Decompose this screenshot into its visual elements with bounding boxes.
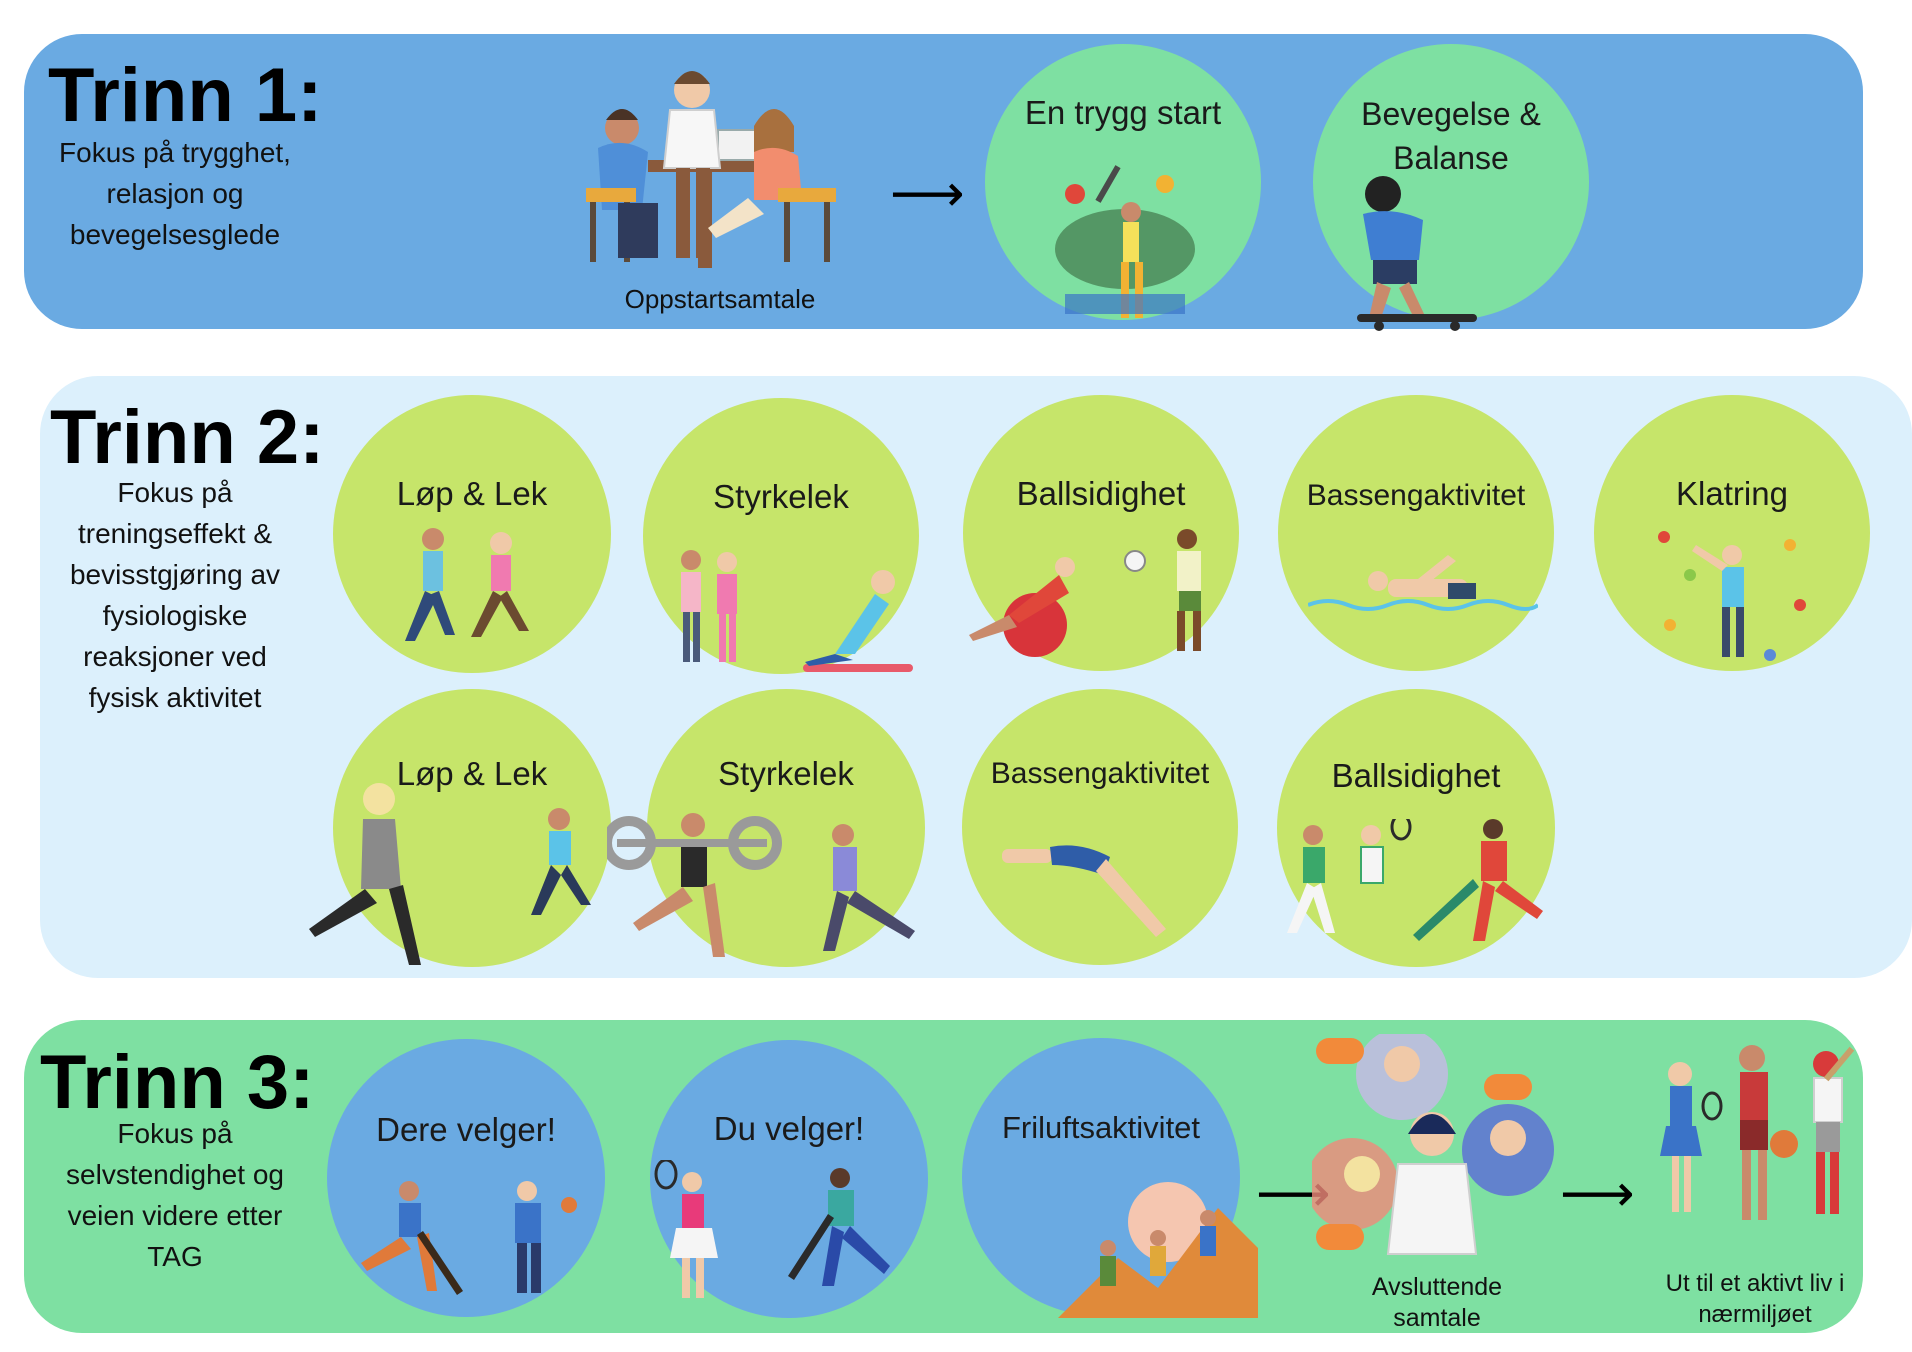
circle-label: Styrkelek (718, 755, 854, 792)
activities-collage-illustration (1055, 165, 1195, 318)
tennis-hockey-illustration (1287, 819, 1543, 941)
you-choose-circle: Du velger! (650, 1040, 928, 1318)
circle-label: Styrkelek (713, 478, 849, 515)
swimmer-illustration (1308, 555, 1538, 611)
runners-illustration (405, 528, 529, 641)
right-arrow-icon: ⟶ (890, 165, 965, 223)
tennis-hockey-players-illustration (654, 1160, 890, 1298)
ball-skills-circle: Ballsidighet (963, 395, 1239, 671)
run-play-circle-2: Løp & Lek (309, 689, 611, 967)
active-youth-illustration (1660, 1045, 1855, 1220)
outdoor-activity-circle: Friluftsaktivitet (962, 1038, 1258, 1318)
right-arrow-icon: ⟶ (1560, 1165, 1635, 1223)
pool-activity-circle-2: Bassengaktivitet (962, 689, 1238, 965)
stage1-focus-text: Fokus på trygghet, relasjon og bevegelse… (59, 137, 291, 250)
stage1-heading: Trinn 1: (48, 53, 323, 138)
active-life-caption: Ut til et aktivt liv i nærmiljøet (1665, 1270, 1845, 1328)
safe-start-circle: En trygg start (985, 44, 1261, 320)
diver-illustration (1002, 845, 1166, 937)
strength-training-illustration (681, 550, 913, 672)
circle-label: Bevegelse & Balanse (1361, 96, 1541, 176)
run-play-circle: Løp & Lek (333, 395, 611, 673)
circle-label: Klatring (1676, 475, 1788, 512)
stage2-heading: Trinn 2: (50, 395, 325, 480)
strength-play-circle: Styrkelek (643, 398, 919, 674)
circle-label: Løp & Lek (396, 475, 548, 512)
strength-play-circle-2: Styrkelek (607, 689, 925, 967)
movement-balance-circle: Bevegelse & Balanse (1313, 44, 1589, 331)
you-all-choose-circle: Dere velger! (327, 1039, 605, 1317)
pool-activity-circle: Bassengaktivitet (1278, 395, 1554, 671)
circle-label: Bassengaktivitet (1306, 479, 1526, 512)
skateboarder-illustration (1357, 176, 1477, 331)
circle-label: Bassengaktivitet (990, 757, 1210, 790)
circle-label: Dere velger! (376, 1111, 556, 1148)
climbing-circle: Klatring (1594, 395, 1870, 671)
closing-meeting-illustration (1312, 1034, 1554, 1255)
closing-meeting-caption: Avsluttende samtale (1371, 1273, 1503, 1332)
circle-label: Løp & Lek (396, 755, 548, 792)
circle-label: Friluftsaktivitet (1001, 1110, 1201, 1145)
ball-skills-circle-2: Ballsidighet (1277, 689, 1555, 967)
hikers-illustration (1058, 1182, 1258, 1318)
climber-illustration (1658, 531, 1806, 661)
floorball-players-illustration (361, 1181, 577, 1295)
circle-label: Ballsidighet (1016, 475, 1186, 512)
circle-label: Du velger! (713, 1110, 865, 1147)
circle-label: En trygg start (1024, 94, 1222, 131)
circle-label: Ballsidighet (1331, 757, 1501, 794)
meeting-caption: Oppstartsamtale (624, 284, 816, 314)
stage3-heading: Trinn 3: (40, 1040, 315, 1125)
meeting-illustration (586, 71, 836, 268)
jogger-jumper-illustration (309, 783, 591, 965)
ball-players-illustration (969, 529, 1201, 657)
stage3-focus-text: Fokus på selvstendighet og veien videre … (66, 1118, 284, 1272)
stage2-focus-text: Fokus på treningseffekt & bevisstgjøring… (69, 477, 281, 713)
weightlifting-illustration (607, 813, 915, 957)
